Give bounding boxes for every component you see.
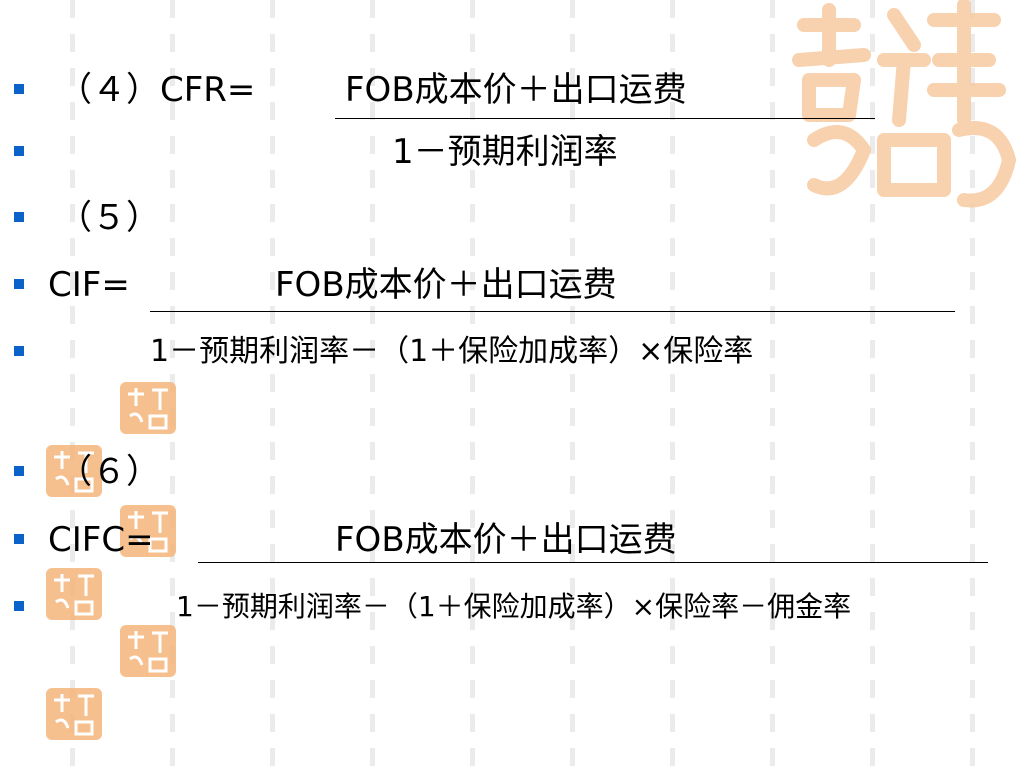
bullet-icon	[14, 84, 24, 94]
item-6-label: （６）	[58, 452, 160, 492]
small-seal-icon	[46, 688, 102, 740]
small-seal-icon	[46, 568, 102, 620]
item-5-label: （５）	[58, 198, 160, 238]
auspicious-seal-watermark-icon	[792, 0, 1016, 208]
bullet-icon	[14, 534, 24, 544]
small-seal-icon	[120, 505, 176, 557]
bullet-icon	[14, 601, 24, 611]
cif-label: CIF=	[48, 265, 130, 305]
cfr-fraction-bar	[335, 118, 875, 119]
bullet-icon	[14, 279, 24, 289]
cifc-denominator: 1－预期利润率－（1＋保险加成率）×保险率－佣金率	[176, 590, 852, 623]
small-seal-icon	[120, 625, 176, 677]
cif-fraction-bar	[150, 311, 955, 312]
bullet-icon	[14, 146, 24, 156]
small-seal-icon	[46, 445, 102, 497]
bullet-icon	[14, 466, 24, 476]
bullet-icon	[14, 212, 24, 222]
small-seal-icon	[120, 382, 176, 434]
cifc-label: CIFC=	[48, 520, 154, 560]
bullet-icon	[14, 346, 24, 356]
cifc-fraction-bar	[198, 562, 988, 563]
cfr-numerator: FOB成本价＋出口运费	[345, 70, 687, 110]
cfr-denominator: 1－预期利润率	[392, 132, 618, 172]
cifc-numerator: FOB成本价＋出口运费	[335, 520, 677, 560]
cfr-label: （４）CFR=	[58, 70, 256, 110]
cif-numerator: FOB成本价＋出口运费	[275, 265, 617, 305]
cif-denominator: 1－预期利润率－（1＋保险加成率）×保险率	[150, 334, 754, 369]
